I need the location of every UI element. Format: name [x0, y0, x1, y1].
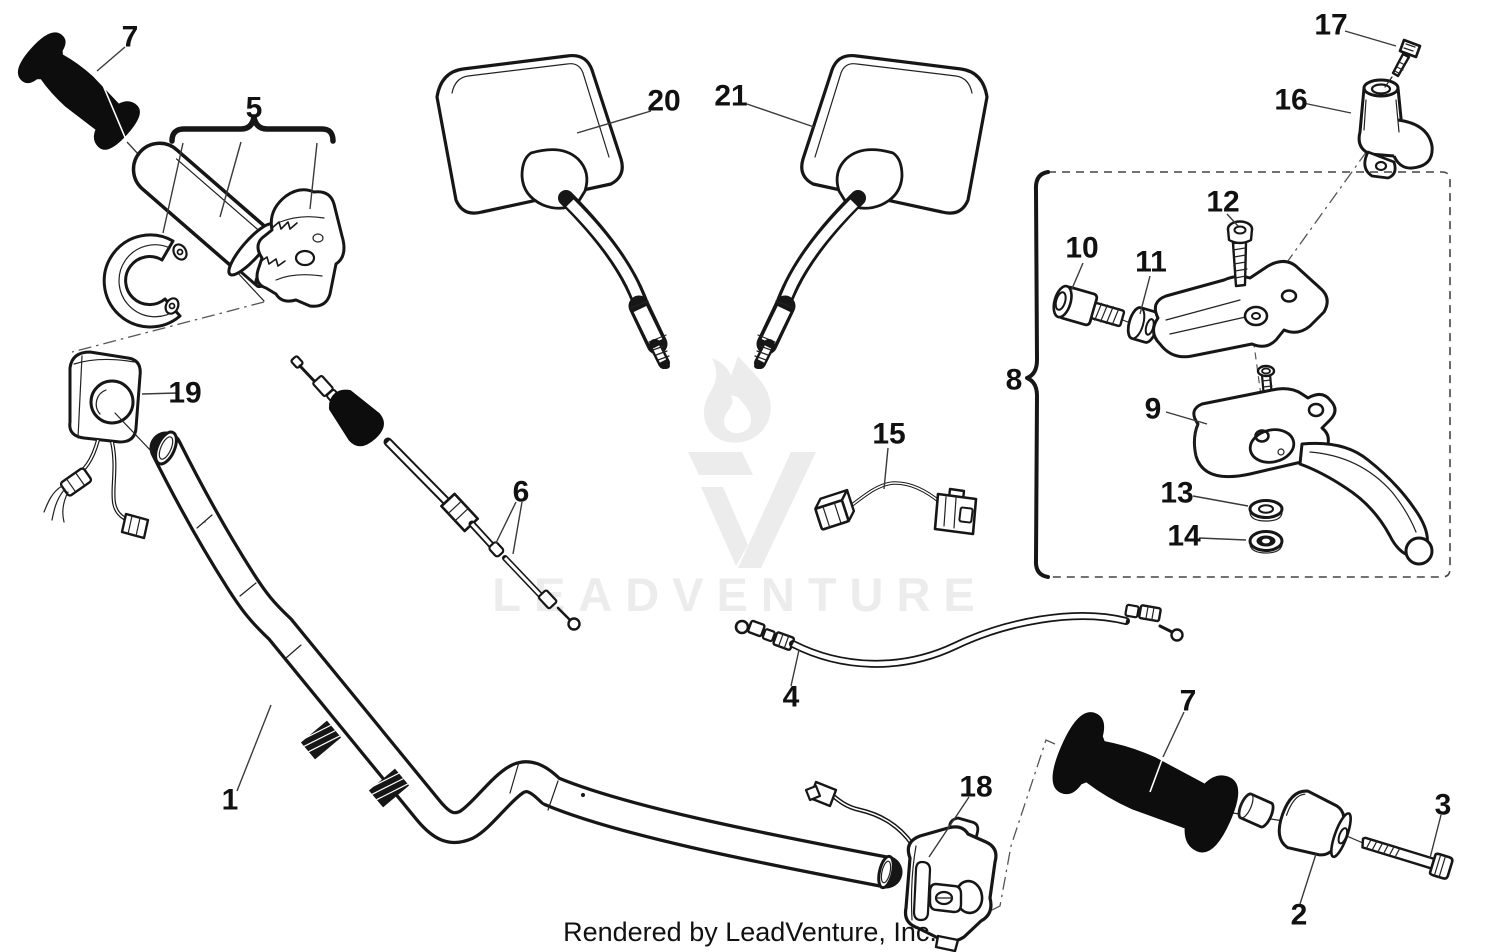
wire-connector [120, 512, 150, 540]
brace-8 [1025, 170, 1050, 579]
part-10-bolt [1052, 284, 1126, 328]
part-2-bar-end-weight [1277, 789, 1352, 859]
part-8-lever-assembly-box [1025, 170, 1451, 579]
callout-9: 9 [1145, 393, 1162, 426]
footer-credit: Rendered by LeadVenture, Inc. [563, 917, 937, 947]
part-18-switch-housing [804, 780, 998, 952]
callout-7b: 7 [1180, 685, 1197, 718]
callout-8: 8 [1006, 364, 1023, 397]
brace-5 [169, 114, 336, 144]
part-21-right-mirror [754, 53, 989, 369]
callout-17: 17 [1314, 9, 1347, 42]
grip-spacer [1237, 792, 1275, 829]
callout-10: 10 [1065, 232, 1098, 265]
cable-boot [328, 389, 384, 447]
lever-holder-bracket [1152, 260, 1329, 359]
part-5-throttle-tube-assembly [102, 114, 346, 329]
part-15-wire-harness [814, 481, 978, 536]
callout-2: 2 [1291, 899, 1308, 932]
chevron-logo-icon [688, 452, 816, 568]
callout-16: 16 [1274, 84, 1307, 117]
harness-connector [933, 487, 978, 536]
callout-12: 12 [1206, 186, 1239, 219]
part-13-washer [1248, 499, 1284, 522]
callout-14: 14 [1167, 520, 1201, 553]
part-19-switch-clamp [43, 350, 150, 540]
part-14-nut [1248, 530, 1284, 554]
stem-tip [754, 363, 762, 369]
wire-connector [59, 467, 93, 497]
handlebar-open-end-top [154, 430, 178, 466]
part-1-handlebar [149, 430, 903, 890]
part-3-bolt [1361, 836, 1454, 880]
wire-connector [804, 780, 838, 808]
callout-1: 1 [222, 784, 239, 817]
callout-6: 6 [513, 476, 530, 509]
flame-icon [704, 356, 771, 443]
part-4-cable [734, 603, 1184, 668]
callout-labels: 7 5 20 21 17 16 12 10 11 8 9 19 13 14 15… [122, 9, 1452, 932]
tube-section-marks [196, 514, 559, 811]
callout-13: 13 [1160, 477, 1193, 510]
callout-18: 18 [959, 771, 992, 804]
part-16-lever-holder-clamp [1357, 78, 1434, 180]
callout-7a: 7 [122, 21, 139, 54]
bar-detail-dot [581, 793, 585, 797]
knurl-band [299, 720, 342, 760]
throttle-housing-half [102, 233, 188, 329]
watermark-brand-text: LEADVENTURE [492, 568, 988, 621]
handlebar-open-end-right [877, 854, 895, 890]
harness-connector [814, 488, 856, 531]
callout-11: 11 [1135, 246, 1167, 279]
callout-19: 19 [168, 377, 201, 410]
leader-lines [96, 30, 1442, 905]
callout-20: 20 [647, 85, 680, 118]
knurl-band [367, 768, 410, 808]
part-6-throttle-cables [290, 355, 581, 631]
callout-15: 15 [872, 418, 905, 451]
part-17-screw [1384, 38, 1422, 88]
callout-4: 4 [783, 681, 800, 714]
clamp-bracket [255, 188, 346, 308]
watermark: LEADVENTURE [492, 356, 988, 621]
part-12-bolt [1226, 220, 1254, 288]
stem-tip [662, 363, 670, 369]
cable-adjuster [440, 492, 480, 533]
callout-5: 5 [246, 92, 263, 125]
part-20-left-mirror [435, 53, 670, 369]
part-7-right-grip [1052, 712, 1239, 853]
part-9-clutch-lever [1192, 387, 1434, 566]
callout-21: 21 [714, 80, 747, 113]
callout-3: 3 [1435, 789, 1452, 822]
